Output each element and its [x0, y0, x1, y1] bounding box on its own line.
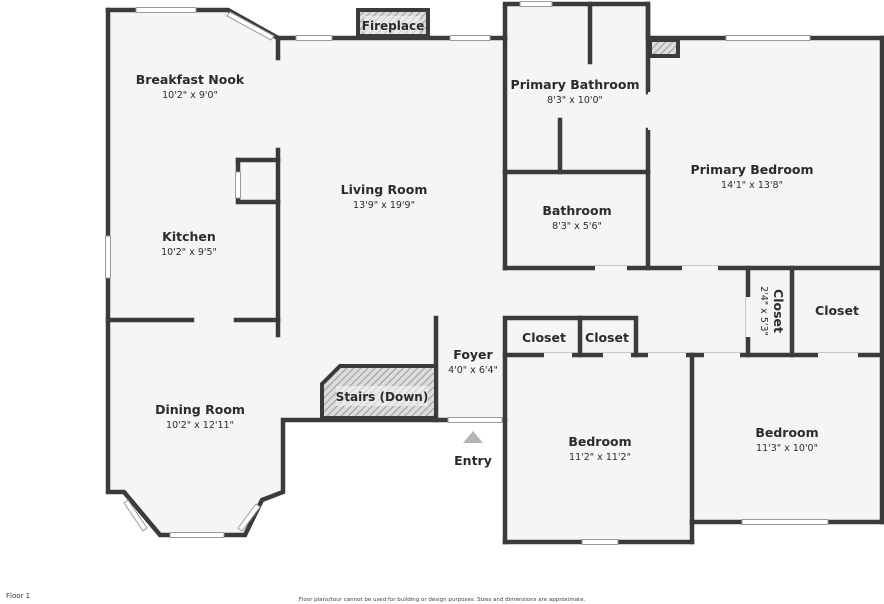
fireplace: Fireplace	[356, 8, 430, 38]
living-room-dims: 13'9" x 19'9"	[353, 200, 415, 211]
primary-bedroom-name: Primary Bedroom	[690, 162, 813, 177]
foyer-name: Foyer	[453, 347, 493, 362]
stairs-label: Stairs (Down)	[336, 390, 429, 404]
floor-area	[108, 4, 882, 542]
disclaimer-text: Floor plans/tour cannot be used for buil…	[298, 597, 586, 603]
door-openings	[544, 92, 858, 358]
windows	[105, 1, 829, 545]
entry-arrow-icon	[463, 431, 483, 443]
primary-bathroom-name: Primary Bathroom	[511, 77, 640, 92]
breakfast-nook-name: Breakfast Nook	[136, 72, 245, 87]
chimney-hatch	[648, 38, 680, 58]
bathroom-name: Bathroom	[542, 203, 611, 218]
living-room-name: Living Room	[341, 182, 428, 197]
dining-room-dims: 10'2" x 12'11"	[166, 420, 234, 431]
foyer-dims: 4'0" x 6'4"	[448, 365, 498, 376]
stairs: Stairs (Down)	[320, 364, 438, 420]
breakfast-nook-dims: 10'2" x 9'0"	[162, 90, 218, 101]
closet-narrow-name: Closet	[771, 289, 786, 333]
kitchen-dims: 10'2" x 9'5"	[161, 247, 217, 258]
fireplace-label: Fireplace	[362, 19, 424, 33]
bathroom-dims: 8'3" x 5'6"	[552, 221, 602, 232]
bedroom-right-name: Bedroom	[755, 425, 818, 440]
primary-bedroom-dims: 14'1" x 13'8"	[721, 180, 783, 191]
entry-label: Entry	[454, 453, 492, 468]
bedroom-center-name: Bedroom	[568, 434, 631, 449]
bedroom-center-dims: 11'2" x 11'2"	[569, 452, 631, 463]
kitchen-name: Kitchen	[162, 229, 216, 244]
closet-a-name: Closet	[522, 330, 566, 345]
dining-room-name: Dining Room	[155, 402, 245, 417]
closet-narrow-dims: 2'4" x 5'3"	[758, 286, 769, 336]
primary-bathroom-dims: 8'3" x 10'0"	[547, 95, 603, 106]
closet-right-name: Closet	[815, 303, 859, 318]
closet-b-name: Closet	[585, 330, 629, 345]
room-labels: Breakfast Nook 10'2" x 9'0" Kitchen 10'2…	[136, 72, 859, 463]
bedroom-right-dims: 11'3" x 10'0"	[756, 443, 818, 454]
floor-label: Floor 1	[6, 592, 31, 600]
